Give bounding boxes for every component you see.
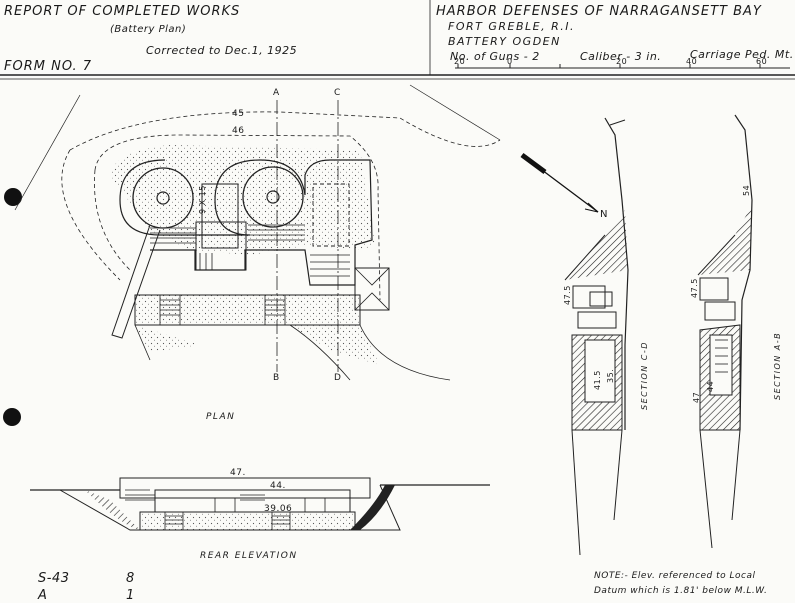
ab-elev-44: 44 xyxy=(706,380,715,392)
report-title: REPORT OF COMPLETED WORKS xyxy=(4,4,241,19)
harbor-defenses: HARBOR DEFENSES OF NARRAGANSETT BAY xyxy=(436,4,762,19)
elev-dim-39: 39.06 xyxy=(264,504,293,514)
section-marker-d: D xyxy=(334,373,342,383)
punch-hole-bottom xyxy=(3,408,21,426)
guns-count: No. of Guns - 2 xyxy=(450,50,540,63)
header-rules xyxy=(0,0,795,80)
ab-elev-475: 47.5 xyxy=(690,278,699,298)
battery-name: BATTERY OGDEN xyxy=(448,35,561,48)
sheet-code: S-43 xyxy=(38,571,70,586)
sheet-number-2: 1 xyxy=(126,588,135,603)
rear-elevation-label: REAR ELEVATION xyxy=(200,551,298,561)
scale-tick-1: 20 xyxy=(454,57,466,66)
ab-elev-54: 54 xyxy=(742,184,751,196)
sheet-letter: A xyxy=(38,588,48,603)
form-number: FORM NO. 7 xyxy=(4,59,93,74)
datum-note-2: Datum which is 1.81' below M.L.W. xyxy=(594,586,768,596)
plan-type: (Battery Plan) xyxy=(110,24,187,35)
carriage: Carriage Ped. Mt. xyxy=(690,48,794,61)
cd-elev-35: 35. xyxy=(606,368,615,383)
section-cd-label: SECTION C-D xyxy=(640,341,649,410)
cd-elev-475: 47.5 xyxy=(563,285,572,305)
punch-hole-top xyxy=(4,188,22,206)
section-marker-b: B xyxy=(273,373,280,383)
section-cd xyxy=(564,117,629,556)
caliber: Caliber - 3 in. xyxy=(580,50,662,63)
scale-tick-2: 0 xyxy=(507,57,513,66)
fort-name: FORT GREBLE, R.I. xyxy=(448,20,575,33)
corrected-date: Corrected to Dec.1, 1925 xyxy=(146,44,298,57)
scale-tick-3: 20 xyxy=(616,57,628,66)
cd-elev-415: 41.5 xyxy=(593,370,602,390)
scale-tick-5: 60 xyxy=(756,57,768,66)
datum-note-1: NOTE:- Elev. referenced to Local xyxy=(594,571,756,581)
elev-dim-47: 47. xyxy=(230,468,246,478)
section-ab-label: SECTION A-B xyxy=(773,331,782,400)
scale-tick-4: 40 xyxy=(686,57,698,66)
elev-dim-44: 44. xyxy=(270,481,286,491)
plan-label: PLAN xyxy=(206,412,236,422)
north-arrow xyxy=(520,152,599,213)
north-label: N xyxy=(600,209,608,220)
plan-view xyxy=(14,84,501,381)
section-marker-a: A xyxy=(273,88,280,98)
sheet-number-1: 8 xyxy=(126,571,135,586)
dim-46: 46 xyxy=(232,126,245,136)
dim-45: 45 xyxy=(232,109,245,119)
section-marker-c: C xyxy=(334,88,341,98)
ab-elev-47: 47 xyxy=(692,391,701,403)
pit-size: 9 X 15 xyxy=(198,185,207,214)
rear-elevation xyxy=(30,477,490,531)
section-ab xyxy=(697,114,753,549)
